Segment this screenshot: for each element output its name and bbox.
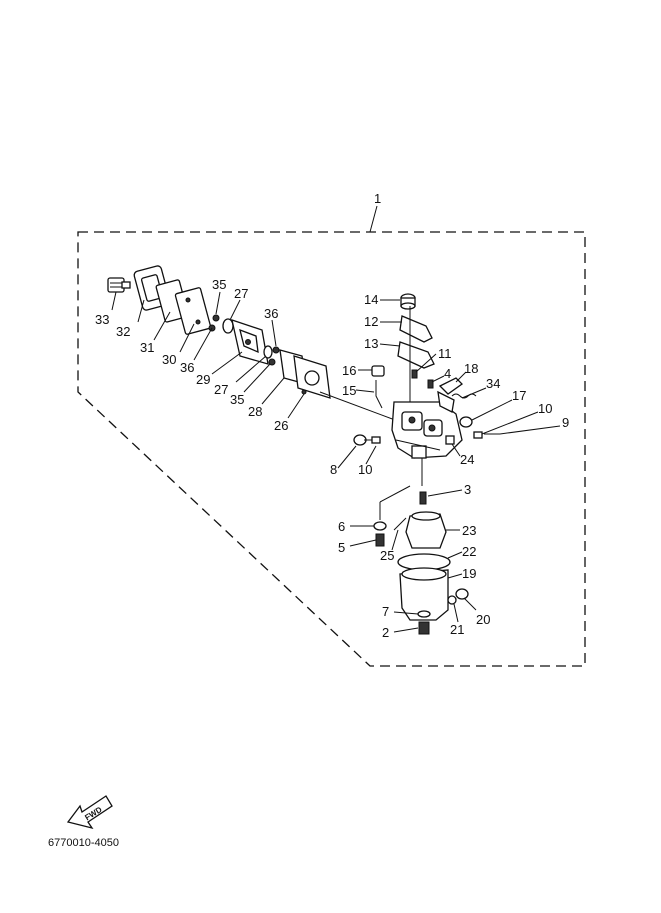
part-17-screw-head	[459, 416, 473, 428]
part-11-screw	[411, 369, 418, 379]
part-10-spring-right	[473, 431, 483, 439]
assembly-boundary	[77, 231, 586, 667]
label-11: 11	[438, 346, 452, 361]
label-36-right: 36	[264, 306, 278, 321]
part-27-oring-lower	[263, 345, 273, 359]
part-3-main-jet	[419, 491, 427, 505]
label-10-right: 10	[538, 401, 552, 416]
leader-lines	[111, 291, 561, 633]
label-15: 15	[342, 383, 356, 398]
alignment-line-left	[319, 391, 396, 421]
assembly-leader	[369, 205, 378, 233]
label-36-left: 36	[180, 360, 194, 375]
carburetor-body	[391, 390, 463, 459]
part-21-washer	[447, 595, 457, 605]
alignment-line-offset	[379, 485, 411, 503]
label-18: 18	[464, 361, 478, 376]
label-26: 26	[274, 418, 288, 433]
part-12-plate	[399, 315, 433, 343]
label-12: 12	[364, 314, 378, 329]
label-10-left: 10	[358, 462, 372, 477]
part-25-pin	[393, 517, 407, 531]
part-27-oring	[222, 318, 234, 334]
label-22: 22	[462, 544, 476, 559]
label-30: 30	[162, 352, 176, 367]
label-3: 3	[464, 482, 471, 497]
part-10-spring-left	[371, 436, 381, 444]
label-25: 25	[380, 548, 394, 563]
label-17: 17	[512, 388, 526, 403]
label-28: 28	[248, 404, 262, 419]
part-24-jet	[445, 435, 455, 445]
part-23-float	[405, 511, 447, 549]
part-26-cover	[293, 355, 331, 399]
label-13: 13	[364, 336, 378, 351]
label-23: 23	[462, 523, 476, 538]
drawing-code: 6770010-4050	[48, 837, 119, 849]
part-4-screw	[427, 379, 434, 389]
label-32: 32	[116, 324, 130, 339]
label-19: 19	[462, 566, 476, 581]
part-29-pump-body	[231, 319, 269, 365]
label-5: 5	[338, 540, 345, 555]
label-4: 4	[444, 366, 451, 381]
part-20-screw	[455, 588, 469, 600]
part-36-nut-right	[272, 346, 280, 354]
part-35-screw-lower	[268, 358, 276, 366]
label-27-top: 27	[234, 286, 248, 301]
forward-direction-marker: FWD	[66, 795, 113, 830]
part-35-screw	[212, 314, 220, 322]
part-16-fitting	[371, 365, 385, 377]
label-21: 21	[450, 622, 464, 637]
assembly-label: 1	[374, 191, 381, 206]
label-2: 2	[382, 625, 389, 640]
label-34: 34	[486, 376, 500, 391]
label-8: 8	[330, 462, 337, 477]
part-30-plate	[174, 287, 212, 335]
label-33: 33	[95, 312, 109, 327]
label-16: 16	[342, 363, 356, 378]
part-15-rod	[375, 380, 383, 409]
label-27-bottom: 27	[214, 382, 228, 397]
part-6-washer	[373, 521, 387, 531]
part-13-gasket	[397, 341, 435, 369]
label-31: 31	[140, 340, 154, 355]
label-29: 29	[196, 372, 210, 387]
part-7-gasket	[417, 610, 431, 618]
part-14-cap	[400, 293, 416, 310]
part-33-fitting	[107, 277, 131, 293]
label-35-bottom: 35	[230, 392, 244, 407]
part-19-float-chamber	[399, 567, 449, 621]
part-2-plug	[418, 621, 430, 635]
part-8-screw	[353, 434, 376, 446]
label-7: 7	[382, 604, 389, 619]
label-9: 9	[562, 415, 569, 430]
part-5-drain-screw	[375, 533, 385, 547]
label-20: 20	[476, 612, 490, 627]
label-6: 6	[338, 519, 345, 534]
label-14: 14	[364, 292, 378, 307]
label-24: 24	[460, 452, 474, 467]
label-35-top: 35	[212, 277, 226, 292]
